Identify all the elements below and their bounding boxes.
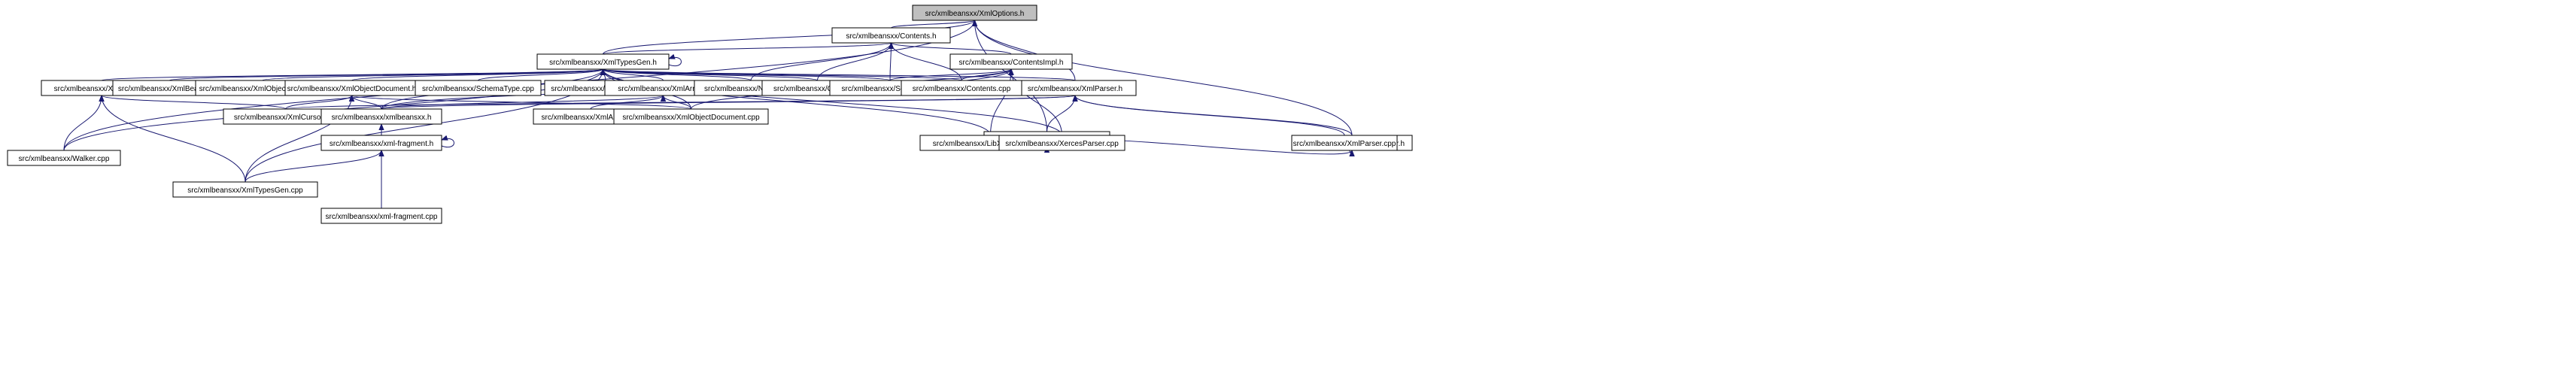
edge-n7-to-n8 <box>63 96 102 151</box>
node-box <box>949 53 1073 70</box>
node-layer: src/xmlbeansxx/XmlOptions.h src/xmlbeansx… <box>7 5 1413 224</box>
node-label: src/xmlbeansxx/xmlbeansxx.h <box>332 114 432 122</box>
node-n3[interactable]: src/xmlbeansxx/ContentsImpl.h <box>949 53 1073 70</box>
node-box <box>415 80 542 96</box>
node-label: src/xmlbeansxx/XmlCursor.cpp <box>234 114 338 122</box>
edge-n19-to-n4 <box>285 95 1076 110</box>
node-box <box>320 208 442 224</box>
node-label: src/xmlbeansxx/XmlArray.cpp <box>542 114 640 122</box>
edge-n27-to-n23 <box>245 150 381 183</box>
edge-n2-to-n0 <box>603 20 975 55</box>
node-n23[interactable]: src/xmlbeansxx/xml-fragment.h <box>320 135 442 151</box>
node-n26[interactable]: src/xmlbeansxx/XmlParser.cpp <box>1291 135 1398 151</box>
node-n14[interactable]: src/xmlbeansxx/XmlArray.h <box>604 80 722 96</box>
node-n22[interactable]: src/xmlbeansxx/XmlObjectDocument.cpp <box>613 108 769 125</box>
node-box <box>901 80 1022 96</box>
node-label: src/xmlbeansxx/XmlObjectDocument.cpp <box>622 114 760 122</box>
edge-n26-to-n4 <box>1075 95 1345 136</box>
node-n28[interactable]: src/xmlbeansxx/xml-fragment.cpp <box>320 208 442 224</box>
node-box <box>536 53 670 70</box>
node-label: src/xmlbeansxx/ContentsImpl.h <box>959 59 1064 67</box>
node-n11[interactable]: src/xmlbeansxx/XmlObjectDocument.h <box>284 80 419 96</box>
edge-n11-to-n2 <box>351 68 603 81</box>
node-label: src/xmlbeansxx/XmlTypesGen.cpp <box>187 186 303 195</box>
node-n20[interactable]: src/xmlbeansxx/xmlbeansxx.h <box>320 108 442 125</box>
edge-n4-to-n2 <box>603 68 1076 81</box>
edge-n22-to-n14 <box>664 95 691 110</box>
edge-n8-to-n2 <box>101 68 603 81</box>
node-label: src/xmlbeansxx/Contents.cpp <box>913 85 1011 93</box>
edge-n6-to-n4 <box>1046 95 1076 132</box>
node-n2[interactable]: src/xmlbeansxx/XmlTypesGen.h <box>536 53 670 70</box>
node-n4[interactable]: src/xmlbeansxx/XmlParser.h <box>1013 80 1137 96</box>
edge-n25-to-n3 <box>1011 69 1062 136</box>
edge-n2-to-n2 <box>669 57 682 67</box>
node-n7[interactable]: src/xmlbeansxx/Walker.cpp <box>7 150 121 166</box>
node-label: src/xmlbeansxx/XmlOptions.h <box>925 10 1025 18</box>
node-box <box>320 108 442 125</box>
edge-n20-to-n14 <box>381 95 664 110</box>
node-label: src/xmlbeansxx/LibXMLParser.cpp <box>933 140 1049 148</box>
node-n0[interactable]: src/xmlbeansxx/XmlOptions.h <box>912 5 1037 21</box>
edge-n17-to-n1 <box>890 43 892 81</box>
edge-n24-to-n3 <box>990 69 1012 136</box>
node-label: src/xmlbeansxx/XmlObjectDocument.h <box>287 85 417 93</box>
node-label: src/xmlbeansxx/XmlParser.cpp <box>1293 140 1396 148</box>
edge-n20-to-n4 <box>381 95 1075 110</box>
node-label: src/xmlbeansxx/XercesParser.cpp <box>1005 140 1119 148</box>
node-label: src/xmlbeansxx/Contents.h <box>846 32 936 41</box>
node-label: src/xmlbeansxx/xml-fragment.h <box>330 140 433 148</box>
node-box <box>1291 135 1398 151</box>
node-box <box>172 181 318 198</box>
node-label: src/xmlbeansxx/xml-fragment.cpp <box>326 213 438 221</box>
edge-n27-to-n8 <box>102 96 246 183</box>
node-label: src/xmlbeansxx/XmlTypesGen.h <box>549 59 657 67</box>
edge-n18-to-n2 <box>603 68 962 81</box>
edge-n12-to-n2 <box>478 68 603 81</box>
node-box <box>831 27 951 44</box>
node-label: src/xmlbeansxx/XmlCursor.h <box>54 85 150 93</box>
node-label: src/xmlbeansxx/XmlObjectXpaths.cpp <box>199 85 326 93</box>
edge-n23-to-n23 <box>442 138 454 148</box>
node-label: src/xmlbeansxx/Serialize.cpp <box>842 85 939 93</box>
node-n18[interactable]: src/xmlbeansxx/Contents.cpp <box>901 80 1022 96</box>
edge-n18-to-n1 <box>892 42 962 81</box>
node-box <box>7 150 121 166</box>
node-label: src/xmlbeansxx/XmlArray.h <box>618 85 708 93</box>
node-n25[interactable]: src/xmlbeansxx/XercesParser.cpp <box>998 135 1125 151</box>
node-n1[interactable]: src/xmlbeansxx/Contents.h <box>831 27 951 44</box>
node-label: src/xmlbeansxx/XmlBeans.cpp <box>118 85 221 93</box>
node-box <box>320 135 442 151</box>
node-label: src/xmlbeansxx/Walker.cpp <box>19 155 110 163</box>
node-label: src/xmlbeansxx/SchemaType.cpp <box>422 85 534 93</box>
edge-n10-to-n2 <box>262 68 603 81</box>
node-label: src/xmlbeansxx/Query.cpp <box>773 85 862 93</box>
edge-n17-to-n3 <box>889 68 1011 81</box>
node-box <box>912 5 1037 21</box>
node-box <box>613 108 769 125</box>
edge-n2-to-n1 <box>603 42 892 55</box>
edge-n3-to-n1 <box>892 42 1012 55</box>
node-n12[interactable]: src/xmlbeansxx/SchemaType.cpp <box>415 80 542 96</box>
edge-n18-to-n3 <box>961 68 1011 81</box>
edge-n1-to-n0 <box>891 20 975 29</box>
node-label: src/xmlbeansxx/XmlParser.h <box>1028 85 1122 93</box>
node-n27[interactable]: src/xmlbeansxx/XmlTypesGen.cpp <box>172 181 318 198</box>
edge-n5-to-n0 <box>975 20 1353 136</box>
node-label: src/xmlbeansxx/NSMap.cpp <box>704 85 797 93</box>
node-box <box>998 135 1125 151</box>
edge-n19-to-n8 <box>102 95 286 110</box>
